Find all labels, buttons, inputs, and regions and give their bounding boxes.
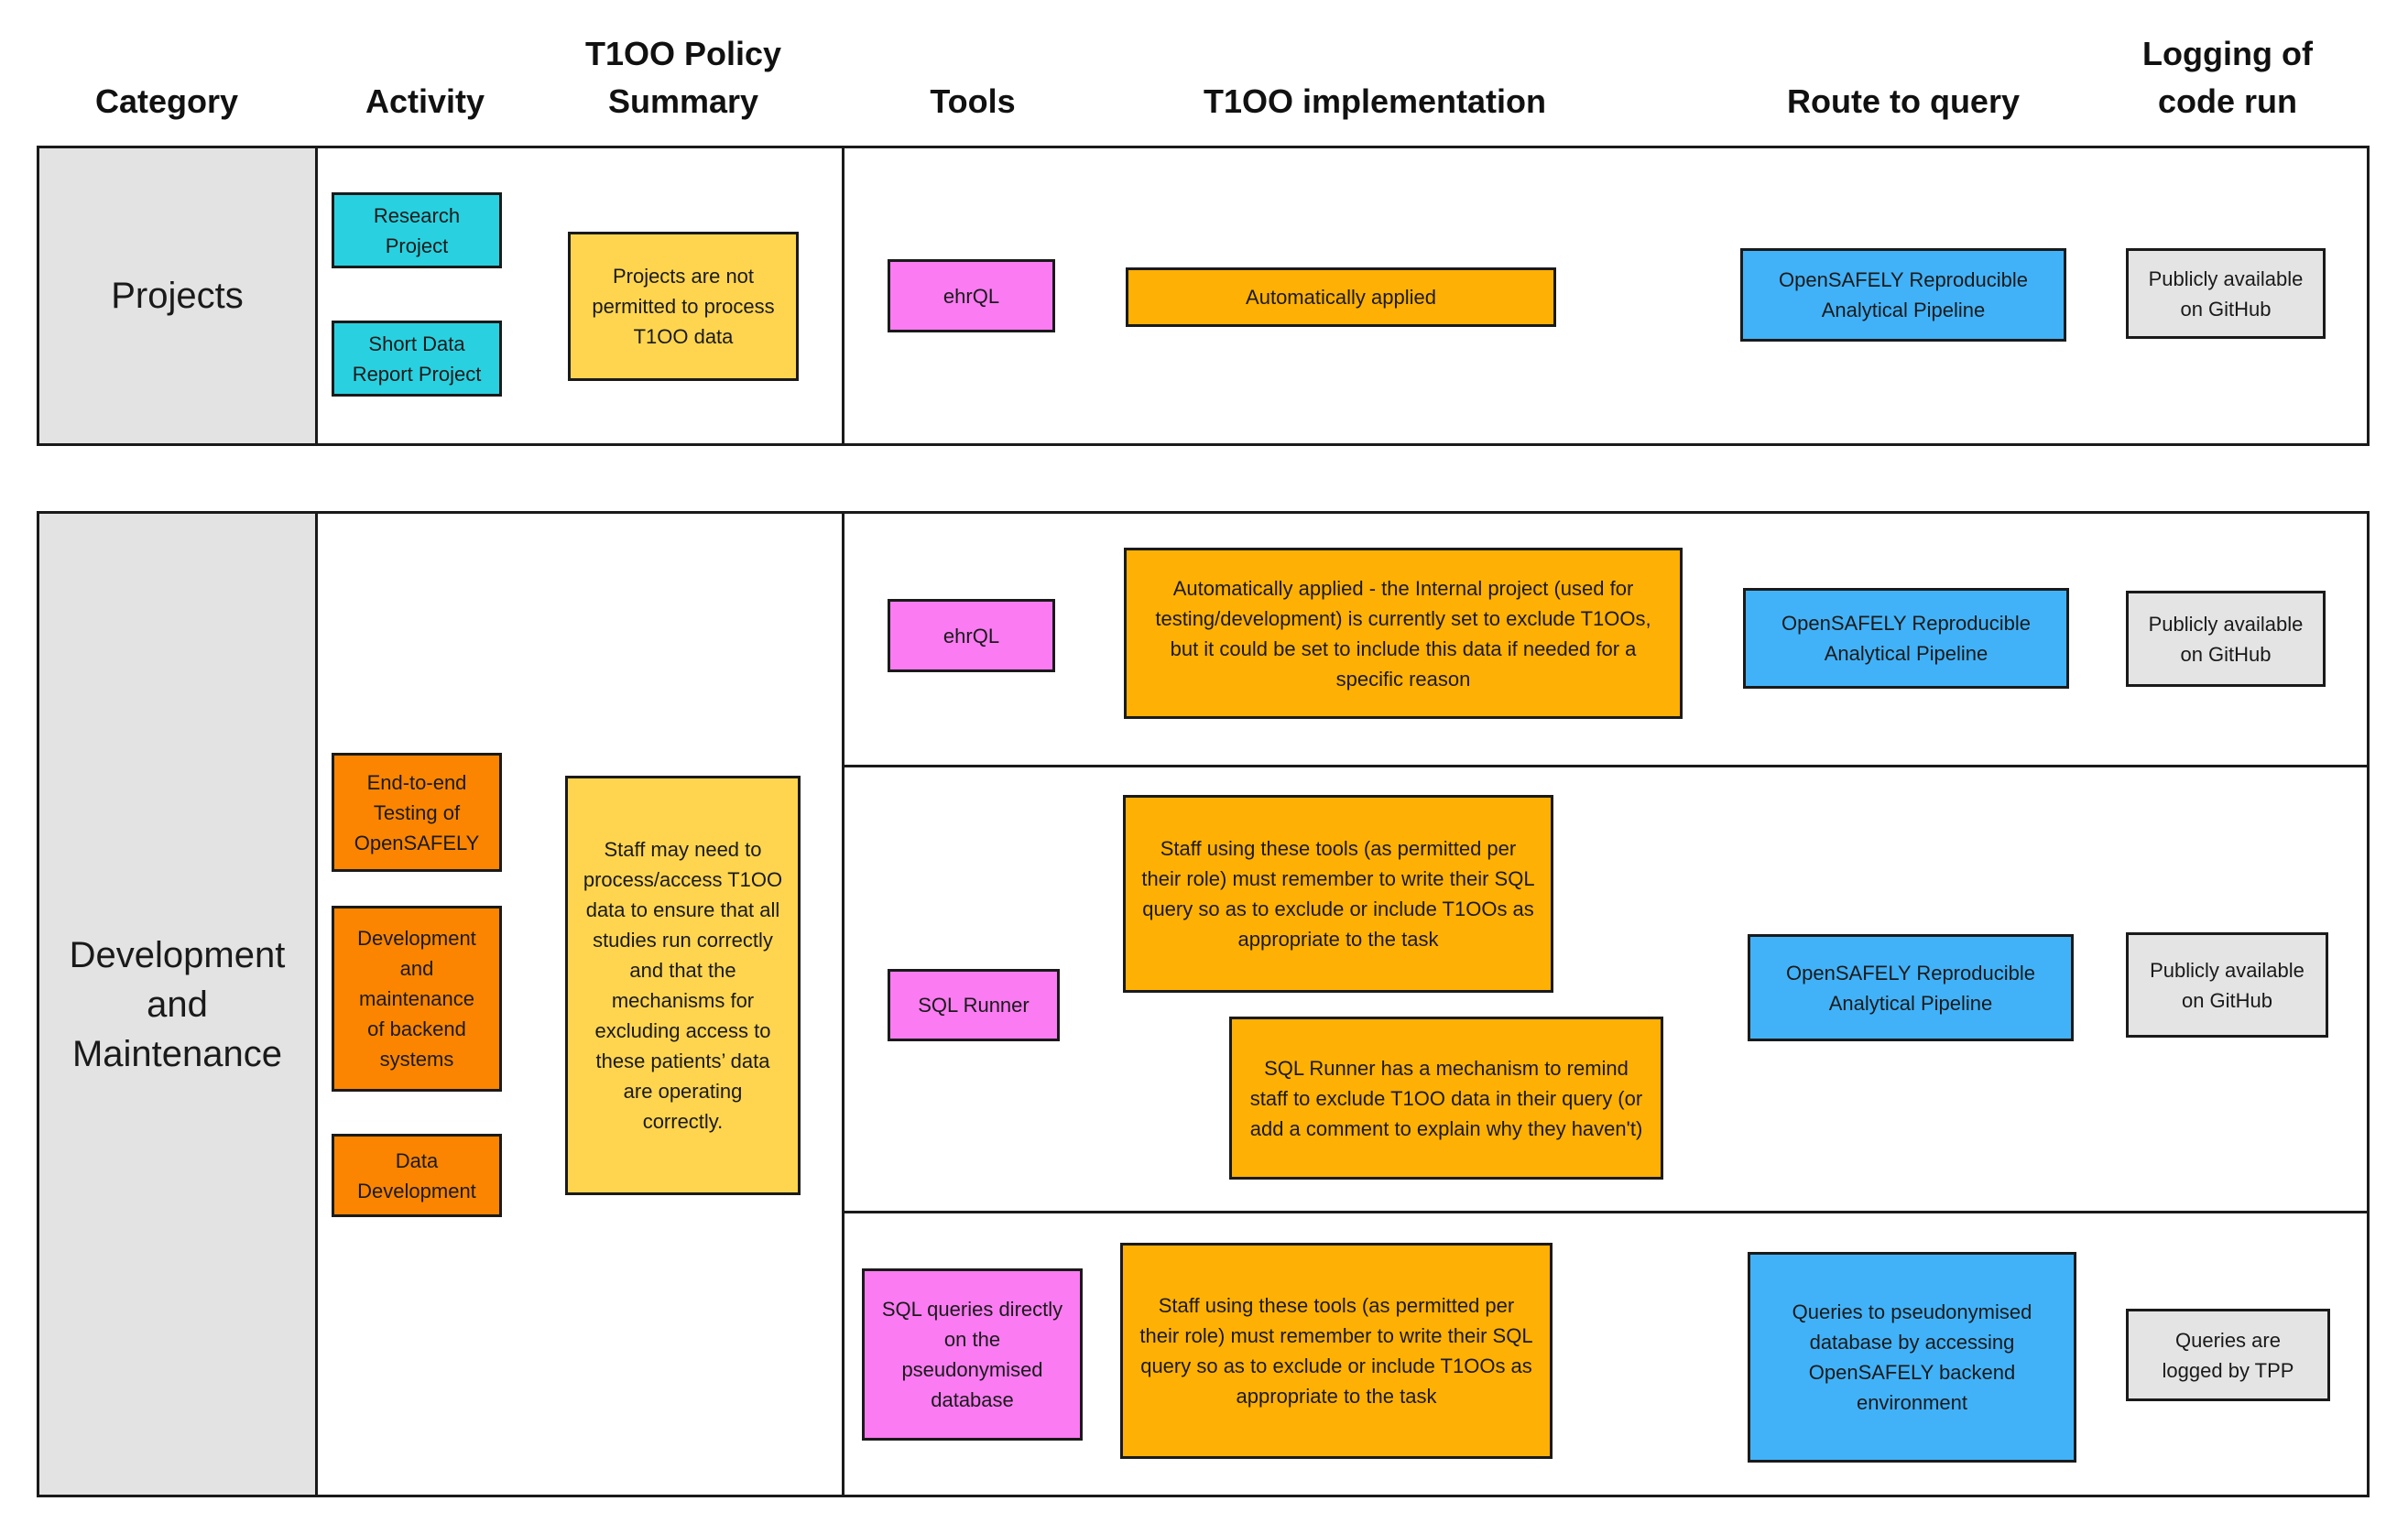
column-header-route-to-query: Route to query xyxy=(1786,82,2020,120)
tool-box-sql-runner: SQL Runner xyxy=(888,969,1060,1041)
implementation-box-ehrql-devmaint: Automatically applied - the Internal pro… xyxy=(1124,548,1683,719)
logging-box-sql-runner: Publicly available on GitHub xyxy=(2126,932,2328,1038)
devmaint-summary-tools-divider xyxy=(842,514,844,1495)
route-box-sql-runner: OpenSAFELY Reproducible Analytical Pipel… xyxy=(1748,934,2074,1041)
column-header-activity: Activity xyxy=(365,82,485,120)
projects-summary-tools-divider xyxy=(842,148,844,443)
column-header-logging: Logging of code run xyxy=(2142,34,2313,120)
projects-category-cell: Projects xyxy=(39,148,318,443)
activity-box-research-project: Research Project xyxy=(332,192,502,268)
activity-box-backend-systems: Development and maintenance of backend s… xyxy=(332,906,502,1092)
activity-box-data-development: Data Development xyxy=(332,1134,502,1217)
route-box-sql-direct: Queries to pseudonymised database by acc… xyxy=(1748,1252,2076,1463)
route-box-ehrql-devmaint: OpenSAFELY Reproducible Analytical Pipel… xyxy=(1743,588,2069,689)
column-header-tools: Tools xyxy=(930,82,1016,120)
tool-box-sql-queries-direct: SQL queries directly on the pseudonymise… xyxy=(862,1268,1083,1441)
implementation-box-sql-runner-reminder: SQL Runner has a mechanism to remind sta… xyxy=(1229,1017,1663,1180)
logging-box-projects: Publicly available on GitHub xyxy=(2126,248,2326,339)
logging-box-sql-direct: Queries are logged by TPP xyxy=(2126,1309,2330,1401)
route-box-projects: OpenSAFELY Reproducible Analytical Pipel… xyxy=(1740,248,2066,342)
policy-summary-box-projects: Projects are not permitted to process T1… xyxy=(568,232,799,381)
column-header-policy-summary: T1OO Policy Summary xyxy=(584,34,782,120)
logging-box-ehrql-devmaint: Publicly available on GitHub xyxy=(2126,591,2326,687)
activity-box-end-to-end-testing: End-to-end Testing of OpenSAFELY xyxy=(332,753,502,872)
implementation-box-projects: Automatically applied xyxy=(1126,267,1556,327)
activity-box-short-data-report: Short Data Report Project xyxy=(332,321,502,397)
devmaint-subrow-divider-2 xyxy=(842,1211,2367,1213)
policy-summary-box-devmaint: Staff may need to process/access T1OO da… xyxy=(565,776,801,1195)
tool-box-ehrql-projects: ehrQL xyxy=(888,259,1055,332)
devmaint-category-cell: Development and Maintenance xyxy=(39,514,318,1495)
implementation-box-sql-direct: Staff using these tools (as permitted pe… xyxy=(1120,1243,1553,1459)
column-header-implementation: T1OO implementation xyxy=(1203,82,1547,120)
implementation-box-sql-tools: Staff using these tools (as permitted pe… xyxy=(1123,795,1553,993)
tool-box-ehrql-devmaint: ehrQL xyxy=(888,599,1055,672)
devmaint-subrow-divider-1 xyxy=(842,765,2367,767)
column-header-category: Category xyxy=(94,82,239,120)
